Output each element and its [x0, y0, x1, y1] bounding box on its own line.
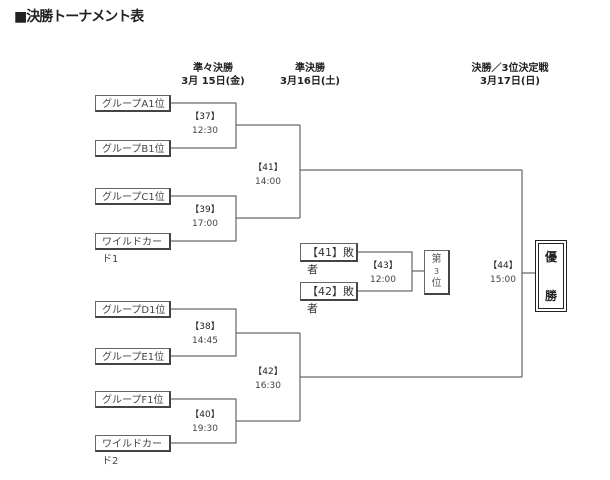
match-time: 16:30	[255, 381, 281, 391]
loser-slot-42: 【42】敗者	[300, 282, 358, 315]
match-time: 14:00	[255, 177, 281, 187]
match-number: 【42】	[253, 367, 283, 377]
champion-char: 優	[544, 250, 557, 264]
match-38: 【38】 14:45	[180, 320, 230, 348]
match-37: 【37】 12:30	[180, 110, 230, 138]
match-time: 12:30	[192, 126, 218, 136]
match-number: 【40】	[190, 410, 220, 420]
champion-char: 勝	[544, 289, 557, 303]
team-slot: ワイルドカード2	[95, 435, 171, 467]
team-slot: グループE1位	[95, 348, 171, 365]
header-final: 決勝／3位決定戦 3月17日(日)	[450, 62, 570, 88]
match-number: 【37】	[190, 112, 220, 122]
loser-slot-41: 【41】敗者	[300, 243, 358, 276]
match-time: 14:45	[192, 336, 218, 346]
match-number: 【38】	[190, 322, 220, 332]
page-title: ■決勝トーナメント表	[14, 9, 144, 25]
match-39: 【39】 17:00	[180, 203, 230, 231]
team-slot: グループB1位	[95, 140, 171, 157]
match-number: 【41】	[253, 163, 283, 173]
team-slot: グループF1位	[95, 391, 171, 408]
round-label: 準決勝	[295, 63, 325, 74]
round-label: 準々決勝	[193, 63, 233, 74]
match-time: 15:00	[490, 275, 516, 285]
match-44: 【44】 15:00	[478, 259, 528, 287]
team-slot: グループA1位	[95, 95, 171, 112]
round-date: 3月17日(日)	[479, 76, 540, 87]
round-date: 3月 15日(金)	[181, 76, 245, 87]
match-time: 17:00	[192, 219, 218, 229]
match-time: 19:30	[192, 424, 218, 434]
match-43: 【43】 12:00	[358, 259, 408, 287]
third-char: 第	[431, 254, 442, 265]
match-number: 【44】	[488, 261, 518, 271]
third-char: 位	[431, 278, 442, 289]
team-slot: グループD1位	[95, 301, 171, 318]
match-time: 12:00	[370, 275, 396, 285]
match-40: 【40】 19:30	[180, 408, 230, 436]
team-slot: グループC1位	[95, 188, 171, 205]
third-place-box: 第 3 位	[424, 250, 450, 295]
round-date: 3月16日(土)	[279, 76, 340, 87]
header-quarterfinal: 準々決勝 3月 15日(金)	[153, 62, 273, 88]
match-42: 【42】 16:30	[243, 365, 293, 393]
round-label: 決勝／3位決定戦	[471, 63, 549, 74]
team-slot: ワイルドカード1	[95, 233, 171, 265]
third-char: 3	[433, 267, 440, 276]
champion-box: 優勝	[535, 240, 567, 312]
match-number: 【43】	[368, 261, 398, 271]
match-41: 【41】 14:00	[243, 161, 293, 189]
match-number: 【39】	[190, 205, 220, 215]
header-semifinal: 準決勝 3月16日(土)	[250, 62, 370, 88]
